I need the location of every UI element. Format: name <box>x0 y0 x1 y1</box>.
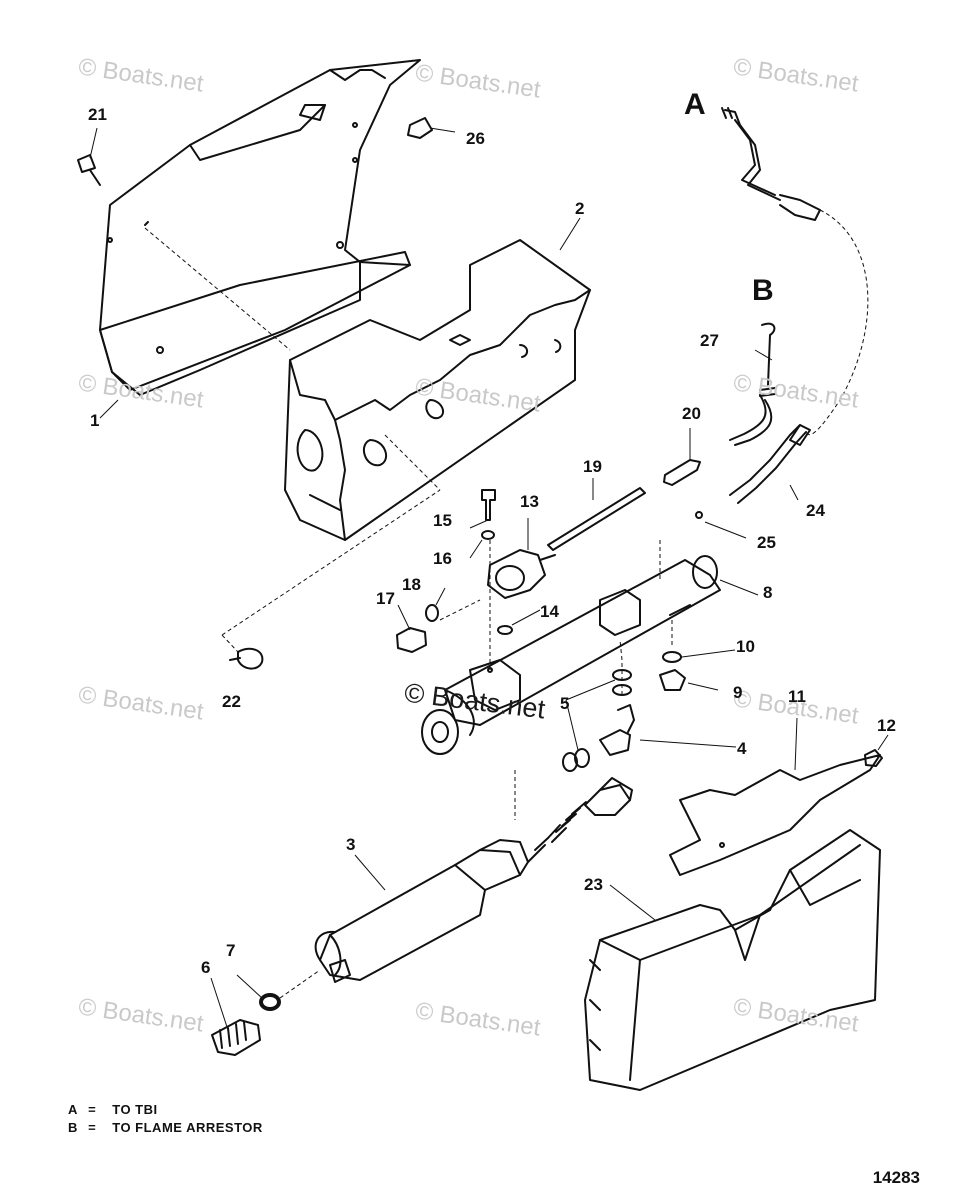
part-22-rivet <box>229 647 264 670</box>
callout-2: 2 <box>575 199 585 218</box>
part-24-hose <box>729 424 811 504</box>
callout-19: 19 <box>583 457 602 476</box>
callout-14: 14 <box>540 602 559 621</box>
part-18-washer <box>425 604 439 622</box>
callout-24: 24 <box>806 501 825 520</box>
hose-to-tbi <box>721 107 821 221</box>
callout-10: 10 <box>736 637 755 656</box>
part-27-clamp <box>759 322 776 397</box>
legend-key-a: A <box>68 1102 78 1117</box>
marker-b: B <box>752 274 774 307</box>
part-25-o-ring <box>695 511 703 519</box>
part-12-nut <box>864 749 883 767</box>
part-16-washer <box>481 530 495 540</box>
part-17-nut <box>396 627 427 653</box>
callout-9: 9 <box>733 683 743 702</box>
callout-26: 26 <box>466 129 485 148</box>
part-3-fuel-pump <box>314 837 549 983</box>
callout-11: 11 <box>788 687 806 706</box>
part-23-cover <box>584 829 881 1091</box>
part-4-fitting <box>599 704 635 756</box>
callout-18: 18 <box>402 575 421 594</box>
callout-6: 6 <box>201 958 211 977</box>
part-5-o-rings <box>562 669 632 772</box>
callout-8: 8 <box>763 583 773 602</box>
callout-22: 22 <box>222 692 241 711</box>
legend-key-b: B <box>68 1120 78 1135</box>
callout-7: 7 <box>226 941 236 960</box>
callout-1: 1 <box>90 411 100 430</box>
pump-strainer-spring <box>547 777 633 843</box>
callout-23: 23 <box>584 875 603 894</box>
part-26-clip <box>407 117 433 139</box>
part-6-inlet-fitting <box>211 1019 261 1056</box>
part-20-pin <box>663 459 701 486</box>
part-14-o-ring <box>497 625 513 635</box>
legend-row-a: A = TO TBI <box>68 1102 158 1117</box>
callout-15: 15 <box>433 511 452 530</box>
callout-27: 27 <box>700 331 719 350</box>
legend-text-a: TO TBI <box>112 1102 158 1117</box>
part-13-pressure-regulator <box>487 549 556 599</box>
marker-a: A <box>684 88 706 121</box>
hose-a-continuation <box>805 209 869 436</box>
part-19-rod <box>547 487 646 551</box>
callout-16: 16 <box>433 549 452 568</box>
legend-row-b: B = TO FLAME ARRESTOR <box>68 1120 263 1135</box>
part-15-screw <box>481 489 496 521</box>
part-1-mounting-bracket <box>99 59 421 396</box>
callout-5: 5 <box>560 694 570 713</box>
callout-12: 12 <box>877 716 896 735</box>
callout-20: 20 <box>682 404 701 423</box>
part-7-washer <box>259 993 281 1011</box>
part-9-fitting <box>659 669 686 691</box>
part-8-fuel-tube <box>421 555 721 755</box>
hose-to-flame-arrestor <box>729 394 773 446</box>
legend-text-b: TO FLAME ARRESTOR <box>112 1120 263 1135</box>
assembly-line-bracket <box>144 227 291 351</box>
legend-eq-b: = <box>88 1120 97 1135</box>
assembly-line-nut <box>439 599 481 621</box>
callout-3: 3 <box>346 835 356 854</box>
assembly-line-rivet <box>221 489 441 636</box>
part-10-o-ring <box>662 651 682 663</box>
part-2-pump-bracket <box>284 239 591 541</box>
callout-17: 17 <box>376 589 395 608</box>
callout-21: 21 <box>88 105 107 124</box>
callout-25: 25 <box>757 533 776 552</box>
legend-eq-a: = <box>88 1102 97 1117</box>
figure-number: 14283 <box>872 1168 920 1187</box>
part-21-screw <box>77 154 101 186</box>
callout-13: 13 <box>520 492 539 511</box>
callout-4: 4 <box>737 739 747 758</box>
part-11-cover-bracket <box>669 754 881 876</box>
